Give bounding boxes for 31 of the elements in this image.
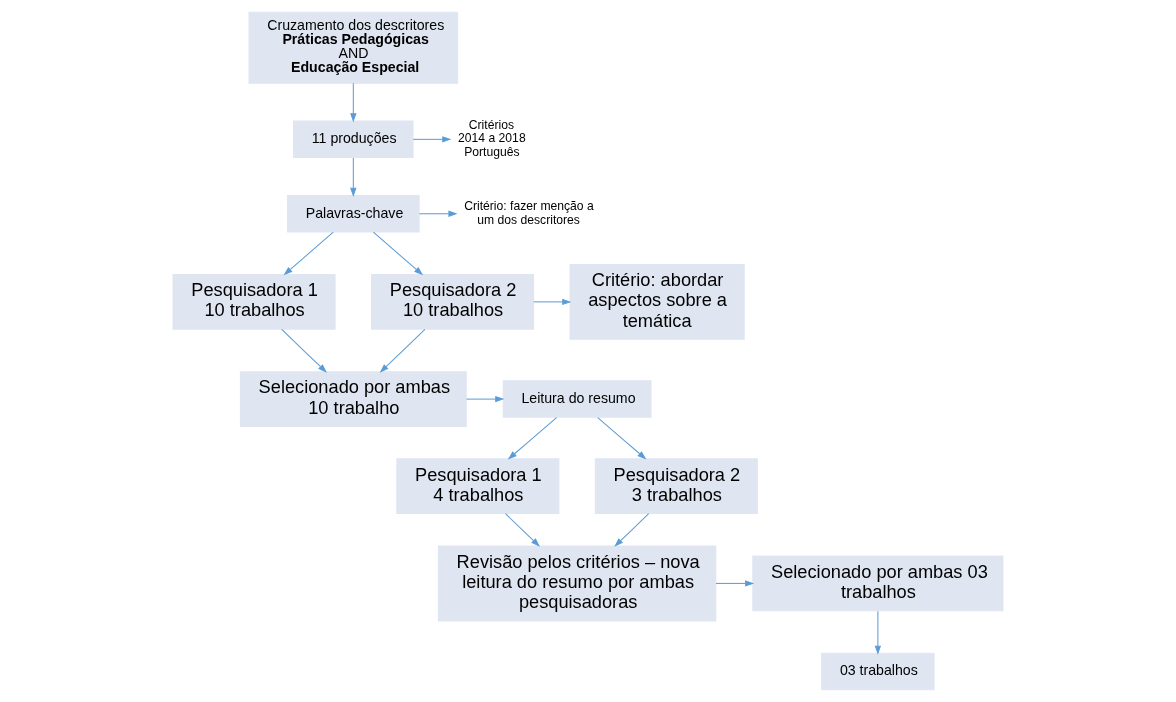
node-box: 11 produções <box>293 120 414 159</box>
node-box: Cruzamento dos descritores Práticas Pedagógicas AND Educação Especial <box>248 11 459 84</box>
arrow <box>466 395 505 403</box>
arrow <box>372 231 424 276</box>
node-box: Pesquisadora 1 10 trabalhos <box>172 274 336 330</box>
node-text: Critério: fazer menção a um dos descritores <box>464 199 594 227</box>
arrow <box>533 298 572 306</box>
node-box: Selecionado por ambas 10 trabalho <box>239 371 467 427</box>
arrow <box>614 513 650 547</box>
arrow <box>874 610 882 655</box>
arrow <box>350 157 357 197</box>
arrow <box>597 417 647 460</box>
node-box: Pesquisadora 2 10 trabalhos <box>371 274 535 330</box>
node-box: Pesquisadora 2 3 trabalhos <box>594 458 758 515</box>
arrow <box>715 580 755 587</box>
arrow <box>412 136 452 143</box>
arrow <box>281 328 327 373</box>
node-box: Critério: abordar aspectos sobre a temática <box>569 263 745 340</box>
node-box: Leitura do resumo <box>502 380 652 418</box>
node-box: Revisão pelos critérios – nova leitura do resumo por ambas pesquisadoras <box>437 545 717 622</box>
node-text: Critérios 2014 a 2018 Português <box>458 118 526 159</box>
arrow <box>418 210 458 217</box>
node-box: 03 trabalhos <box>821 652 935 691</box>
node-box: Selecionado por ambas 03 trabalhos <box>752 555 1004 612</box>
arrow <box>505 513 540 547</box>
node-box: Pesquisadora 1 4 trabalhos <box>396 458 560 515</box>
arrow <box>350 82 357 123</box>
arrow <box>283 231 334 276</box>
node-box: Palavras-chave <box>286 195 420 233</box>
arrow <box>507 417 558 460</box>
arrow <box>379 328 426 373</box>
